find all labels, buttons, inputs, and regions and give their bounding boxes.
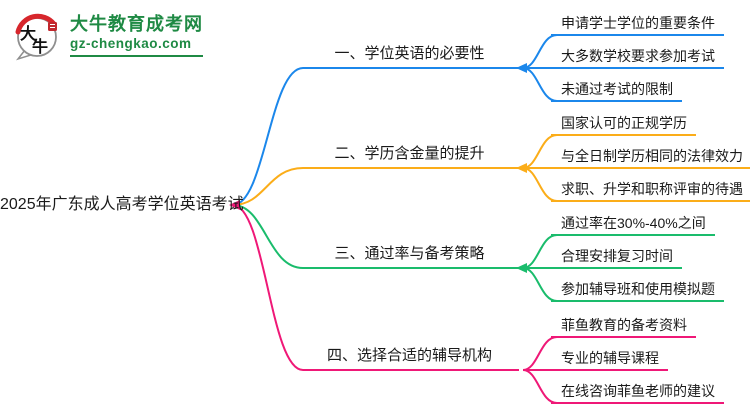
branch-curve-4 [232, 204, 519, 371]
leaf-node: 与全日制学历相同的法律效力 [551, 146, 750, 169]
branch-title-4: 四、选择合适的辅导机构 [326, 347, 492, 364]
leaf-node: 合理安排复习时间 [551, 246, 682, 269]
leaf-node: 大多数学校要求参加考试 [551, 46, 724, 69]
brand-domain: gz-chengkao.com [70, 36, 192, 52]
site-logo[interactable]: 大 牛 大牛教育成考网 gz-chengkao.com [12, 11, 203, 61]
logo-bull-icon: 大 牛 [15, 13, 57, 61]
leaf-node: 专业的辅导课程 [551, 348, 668, 371]
leaf-node: 参加辅导班和使用模拟题 [551, 279, 724, 302]
leaf-node: 通过率在30%-40%之间 [551, 213, 715, 236]
leaf-node: 菲鱼教育的备考资料 [551, 315, 696, 338]
logo-char-niu: 牛 [32, 37, 48, 56]
branch-title-2: 二、学历含金量的提升 [334, 145, 485, 162]
branch-curve-3 [232, 204, 519, 269]
leaf-node: 在线咨询菲鱼老师的建议 [551, 381, 724, 404]
root-arrow [229, 200, 240, 210]
brand-title: 大牛教育成考网 [70, 13, 203, 34]
branch-arrow-3 [516, 263, 527, 273]
leaf-node: 求职、升学和职称评审的待遇 [551, 179, 750, 202]
brand-text: 大牛教育成考网 gz-chengkao.com [70, 13, 203, 58]
leaf-node: 申请学士学位的重要条件 [551, 13, 724, 36]
branch-curve-1 [232, 67, 519, 206]
branch-arrow-2 [516, 163, 527, 173]
logo-char-da: 大 [20, 24, 36, 43]
branch-curve-2 [232, 167, 519, 206]
branch-title-1: 一、学位英语的必要性 [334, 45, 485, 62]
branch-title-3: 三、通过率与备考策略 [334, 245, 485, 262]
brand-underline [70, 55, 203, 58]
branch-arrow-1 [516, 63, 527, 73]
leaf-node: 未通过考试的限制 [551, 79, 682, 102]
root-topic: 2025年广东成人高考学位英语考试 [0, 196, 244, 213]
leaf-node: 国家认可的正规学历 [551, 113, 696, 136]
